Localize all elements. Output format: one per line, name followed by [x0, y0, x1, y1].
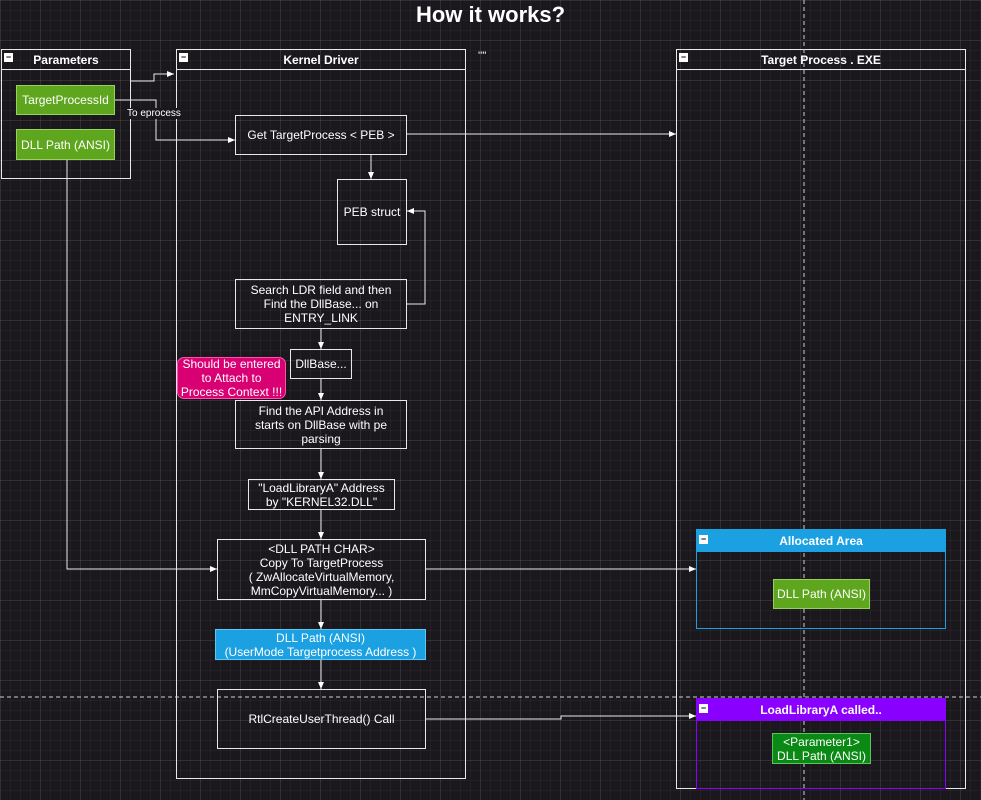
usermode-line: (UserMode Targetprocess Address )	[224, 644, 417, 659]
copy-step-line: Copy To TargetProcess	[259, 555, 384, 570]
copy-step-line: <DLL PATH CHAR>	[268, 541, 375, 556]
loadlibrary-called-container[interactable]: − LoadLibraryA called..	[696, 698, 946, 789]
target-process-lane-title: Target Process . EXE	[761, 52, 881, 67]
parameters-lane-title: Parameters	[33, 52, 99, 67]
allocated-area-container[interactable]: − Allocated Area	[696, 529, 946, 629]
rtl-create-user-thread-step[interactable]: RtlCreateUserThread() Call	[217, 689, 426, 749]
dllbase-step[interactable]: DllBase...	[290, 349, 352, 379]
connector-rtl-to-loadlibrary-call	[426, 713, 696, 720]
collapse-icon[interactable]: −	[179, 52, 188, 62]
edge-label-to-eprocess: To eprocess	[126, 108, 182, 119]
connector-params-to-kernel	[131, 71, 174, 82]
collapse-icon[interactable]: −	[699, 703, 708, 713]
loadlibrary-parameter-item[interactable]: <Parameter1> DLL Path (ANSI)	[772, 733, 871, 764]
peb-struct-step[interactable]: PEB struct	[337, 179, 407, 245]
dll-path-param[interactable]: DLL Path (ANSI)	[16, 129, 115, 160]
find-api-address-step[interactable]: Find the API Address in starts on DllBas…	[235, 400, 407, 449]
get-target-process-peb-step[interactable]: Get TargetProcess < PEB >	[235, 115, 407, 155]
loadlibrary-called-header: − LoadLibraryA called..	[697, 699, 945, 721]
target-process-id-param[interactable]: TargetProcessId	[16, 85, 115, 115]
target-process-lane-header: − Target Process . EXE	[677, 50, 965, 70]
copy-to-target-process-step[interactable]: <DLL PATH CHAR> Copy To TargetProcess ( …	[217, 539, 426, 600]
allocated-dll-path-item[interactable]: DLL Path (ANSI)	[773, 579, 870, 609]
diagram-title: How it works?	[415, 2, 566, 27]
collapse-icon[interactable]: −	[4, 52, 13, 62]
connector-search-ldr-to-peb-struct	[407, 208, 426, 305]
connector-pid-to-get-peb	[115, 99, 235, 143]
search-ldr-step[interactable]: Search LDR field and then Find the DllBa…	[235, 279, 407, 329]
stray-mark: ''''	[478, 50, 487, 62]
loadlibrary-address-step[interactable]: "LoadLibraryA" Address by "KERNEL32.DLL"	[248, 479, 395, 510]
copy-step-line: MmCopyVirtualMemory... )	[250, 583, 393, 598]
parameters-lane-header: − Parameters	[2, 50, 130, 70]
kernel-driver-lane-header: − Kernel Driver	[177, 50, 465, 70]
parameter-line: <Parameter1>	[783, 734, 860, 749]
parameter-line: DLL Path (ANSI)	[777, 748, 866, 763]
copy-step-line: ( ZwAllocateVirtualMemory,	[248, 569, 395, 584]
allocated-area-title: Allocated Area	[779, 534, 863, 548]
kernel-driver-lane[interactable]: − Kernel Driver	[176, 49, 466, 779]
loadlibrary-called-title: LoadLibraryA called..	[760, 703, 882, 717]
usermode-dll-path-step[interactable]: DLL Path (ANSI) (UserMode Targetprocess …	[215, 629, 426, 660]
connector-dll-param-to-copy	[66, 160, 217, 572]
allocated-area-header: − Allocated Area	[697, 530, 945, 552]
collapse-icon[interactable]: −	[679, 52, 688, 62]
collapse-icon[interactable]: −	[699, 534, 708, 544]
kernel-driver-lane-title: Kernel Driver	[283, 52, 359, 67]
attach-context-note: Should be entered to Attach to Process C…	[177, 357, 286, 399]
usermode-line: DLL Path (ANSI)	[276, 630, 365, 645]
